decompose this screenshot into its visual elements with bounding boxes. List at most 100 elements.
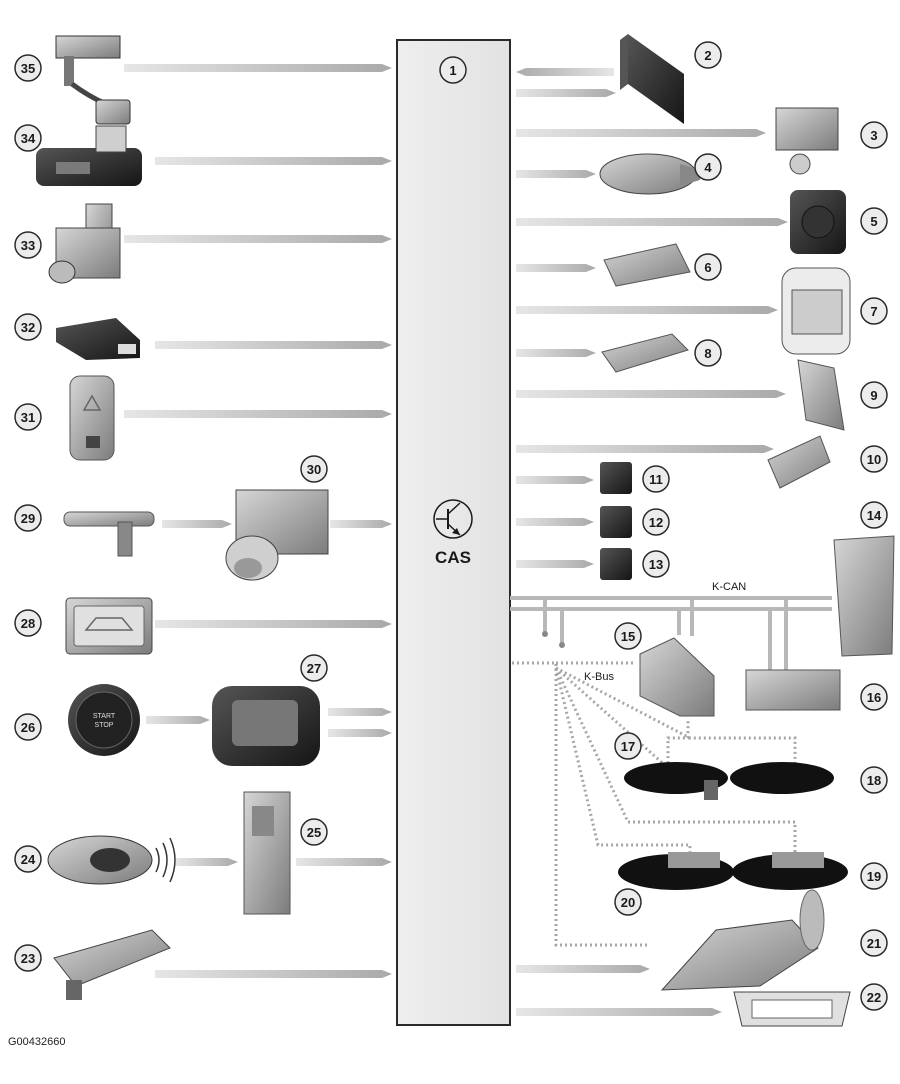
badge-29: 29: [14, 504, 42, 532]
arrow-34: [155, 157, 392, 165]
arrow-12: [516, 518, 594, 526]
ignition-slot-icon: [212, 686, 320, 766]
arrow-6: [516, 264, 596, 272]
badge-34: 34: [14, 124, 42, 152]
badge-25: 25: [300, 818, 328, 846]
arrow-28: [155, 620, 392, 628]
svg-text:10: 10: [867, 452, 881, 467]
badge-35: 35: [14, 54, 42, 82]
badge-26: 26: [14, 713, 42, 741]
remote-receiver-icon: [243, 791, 291, 915]
arrow-7: [516, 306, 778, 314]
relay-11-icon: [600, 462, 632, 494]
badge-8: 8: [694, 339, 722, 367]
arrow-27-a: [328, 708, 392, 716]
svg-text:3: 3: [870, 128, 877, 143]
arrow-30: [330, 520, 392, 528]
k-can-label: K-CAN: [712, 581, 746, 593]
arrow-10: [516, 445, 774, 453]
arrow-33: [124, 235, 392, 243]
svg-text:21: 21: [867, 936, 881, 951]
svg-text:15: 15: [621, 629, 635, 644]
obd-connector-icon: [733, 991, 851, 1027]
module-9-icon: [797, 359, 845, 431]
clutch-switch-icon: [48, 203, 121, 284]
arrow-4: [516, 170, 596, 178]
module-10-icon: [767, 435, 831, 489]
arrow-11: [516, 476, 594, 484]
arrow-23: [155, 970, 392, 978]
steering-column-icon: [660, 889, 825, 991]
svg-text:16: 16: [867, 690, 881, 705]
svg-text:23: 23: [21, 951, 35, 966]
badge-11: 11: [642, 465, 670, 493]
svg-text:25: 25: [307, 825, 321, 840]
arrow-29-30: [162, 520, 232, 528]
arrow-2-in: [516, 68, 614, 76]
badge-31: 31: [14, 403, 42, 431]
badge-5: 5: [860, 207, 888, 235]
door-handle-17-18-icon: [624, 762, 834, 800]
svg-text:9: 9: [870, 388, 877, 403]
steering-lock-icon: [36, 125, 142, 186]
svg-text:5: 5: [870, 214, 877, 229]
svg-text:7: 7: [870, 304, 877, 319]
k-bus: K-Bus: [512, 661, 797, 947]
svg-text:35: 35: [21, 61, 35, 76]
badge-17: 17: [614, 732, 642, 760]
badge-19: 19: [860, 862, 888, 890]
badge-18: 18: [860, 766, 888, 794]
door-handle-19-20-icon: [618, 852, 848, 890]
svg-text:4: 4: [704, 160, 712, 175]
badge-30: 30: [300, 455, 328, 483]
start-stop-button-icon: START STOP: [68, 684, 140, 756]
svg-text:11: 11: [649, 472, 663, 487]
pedal-assembly-icon: [55, 35, 131, 125]
svg-text:34: 34: [21, 131, 36, 146]
dsc-hydraulic-unit-icon: [225, 489, 329, 581]
svg-text:6: 6: [704, 260, 711, 275]
arrow-24-25: [176, 858, 238, 866]
svg-text:32: 32: [21, 320, 35, 335]
right-arrows: [516, 68, 788, 1016]
cas-label: CAS: [435, 548, 471, 567]
svg-text:22: 22: [867, 990, 881, 1005]
arrow-27-b: [328, 729, 392, 737]
badge-13: 13: [642, 550, 670, 578]
badge-23: 23: [14, 944, 42, 972]
svg-text:STOP: STOP: [95, 722, 114, 729]
svg-text:12: 12: [649, 515, 663, 530]
module-8-icon: [601, 333, 689, 373]
badge-2: 2: [694, 41, 722, 69]
svg-text:33: 33: [21, 238, 35, 253]
badge-7: 7: [860, 297, 888, 325]
k-can-bus: K-CAN: [510, 581, 832, 671]
svg-text:17: 17: [621, 739, 635, 754]
badge-1: 1: [439, 56, 467, 84]
module-16-icon: [745, 669, 841, 711]
badge-12: 12: [642, 508, 670, 536]
left-arrows: [124, 64, 392, 978]
hazard-switch-icon: [69, 375, 115, 461]
badge-14: 14: [860, 501, 888, 529]
badge-21: 21: [860, 929, 888, 957]
arrow-35: [124, 64, 392, 72]
connector-module-icon: [56, 318, 140, 360]
arrow-8: [516, 349, 596, 357]
badge-20: 20: [614, 888, 642, 916]
svg-text:29: 29: [21, 511, 35, 526]
badge-6: 6: [694, 253, 722, 281]
number-badges: 1 2 3 4 5 6 7 8 9 10 11 12 13 14 15 16 1…: [14, 41, 888, 1011]
arrow-3: [516, 129, 766, 137]
battery-terminal-icon: [775, 107, 839, 175]
arrow-5: [516, 218, 788, 226]
svg-text:20: 20: [621, 895, 635, 910]
badge-15: 15: [614, 622, 642, 650]
badge-16: 16: [860, 683, 888, 711]
svg-text:31: 31: [21, 410, 35, 425]
svg-text:24: 24: [21, 852, 36, 867]
relay-13-icon: [600, 548, 632, 580]
badge-33: 33: [14, 231, 42, 259]
arrow-2-out: [516, 89, 616, 97]
